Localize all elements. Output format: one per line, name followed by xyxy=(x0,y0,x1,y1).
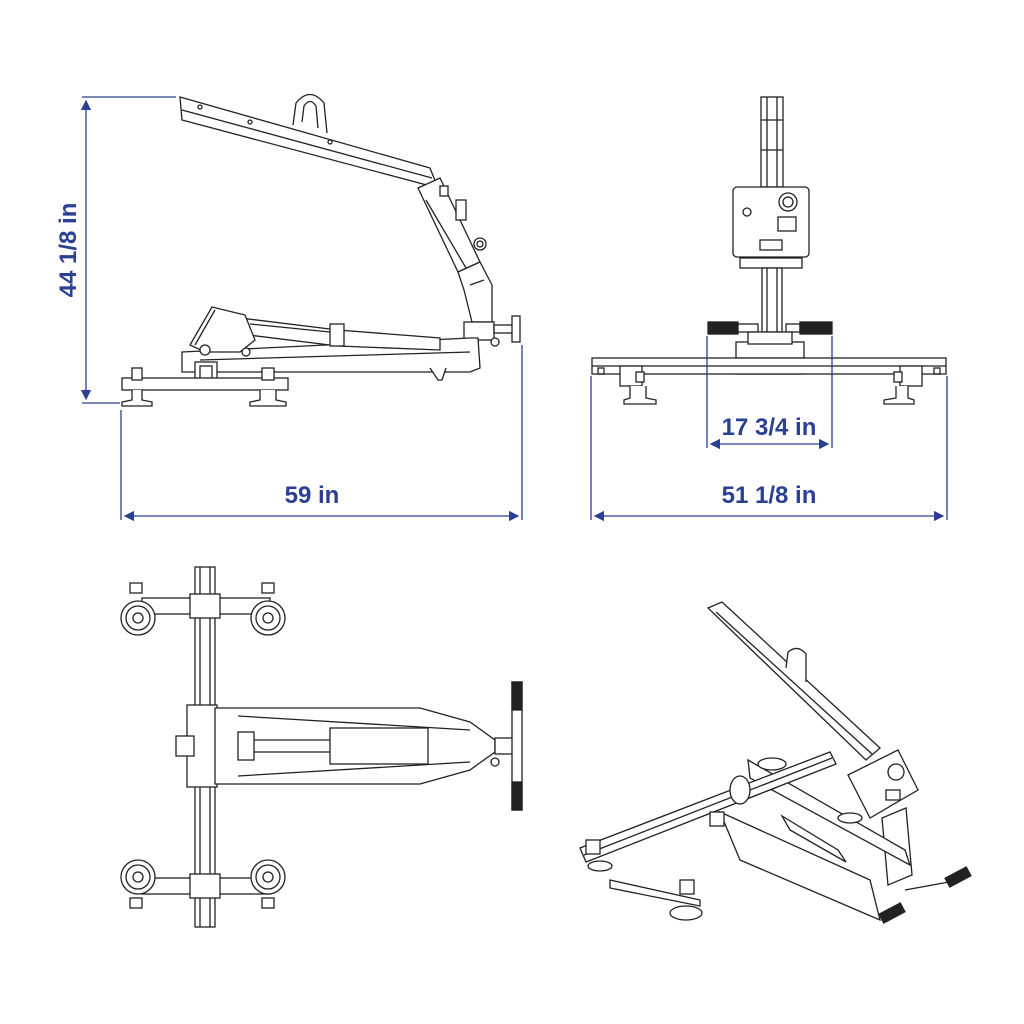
front-width-dimension-label: 51 1/8 in xyxy=(722,482,817,509)
isometric-view xyxy=(579,601,972,924)
suction-pad-tl xyxy=(120,582,156,636)
handle-width-dimension-label: 17 3/4 in xyxy=(722,414,817,441)
height-dimension-label: 44 1/8 in xyxy=(55,203,82,298)
dimension-lines xyxy=(80,96,948,522)
side-view xyxy=(121,93,521,407)
front-view xyxy=(591,96,947,405)
suction-pad-bl xyxy=(120,859,156,909)
suction-pad-br xyxy=(250,859,286,909)
side-length-dimension-label: 59 in xyxy=(285,482,340,509)
top-view xyxy=(120,566,523,928)
suction-pad-tr xyxy=(250,582,286,636)
